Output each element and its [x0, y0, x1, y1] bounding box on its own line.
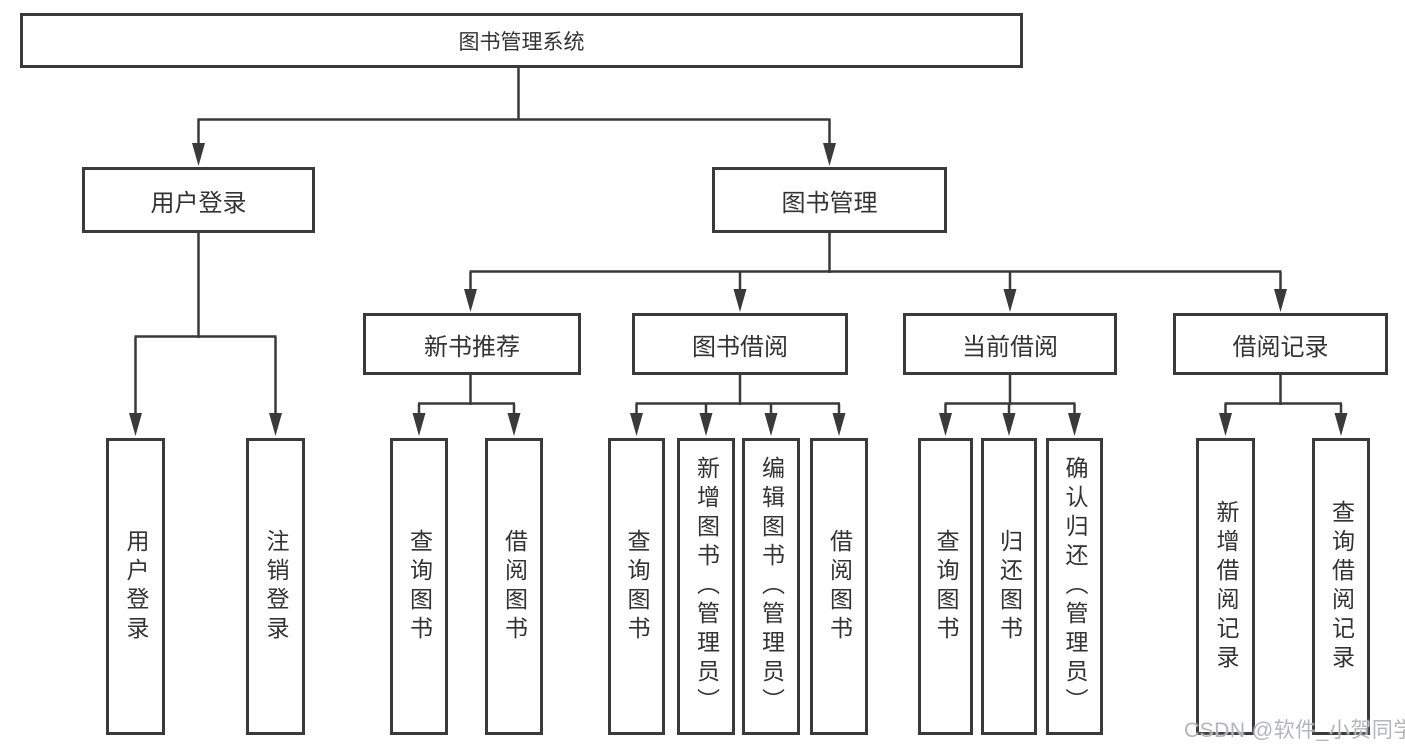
connector-borrow-leaves: [635, 402, 841, 425]
connector-root-to-level2: [197, 67, 831, 150]
connector-userlogin-to-leaves: [134, 233, 277, 425]
arrowhead: [823, 143, 836, 166]
node-book-borrow: 图书借阅: [632, 313, 848, 375]
arrowhead: [1003, 289, 1017, 312]
arrowhead: [1219, 413, 1232, 436]
arrowhead: [269, 413, 282, 436]
leaf-borrow-books: 借阅图书: [485, 438, 543, 735]
arrowhead: [192, 143, 205, 166]
node-label: 当前借阅: [962, 333, 1058, 361]
leaf-label: 借阅图书: [501, 528, 528, 645]
connector-newbooks-leaves: [417, 402, 516, 425]
leaf-label: 新增图书（管理员）: [693, 456, 720, 717]
leaf-confirm-return-admin: 确认归还（管理员）: [1046, 438, 1103, 735]
leaf-query-books: 查询图书: [390, 438, 448, 735]
node-label: 用户登录: [150, 189, 247, 217]
leaf-label: 查询图书: [624, 528, 650, 645]
leaf-label: 新增借阅记录: [1213, 499, 1239, 674]
node-label: 新书推荐: [424, 333, 520, 361]
node-borrow-records: 借阅记录: [1173, 313, 1388, 375]
leaf-edit-books-admin: 编辑图书（管理员）: [742, 438, 800, 735]
node-label: 图书管理: [781, 189, 878, 217]
arrowhead: [1068, 413, 1081, 436]
connector-bookmgmt-to-level3: [469, 233, 1282, 296]
leaf-user-login: 用户登录: [106, 438, 165, 735]
leaf-label: 查询图书: [933, 528, 959, 645]
leaf-label: 注销登录: [263, 528, 289, 645]
node-label: 借阅记录: [1232, 333, 1329, 361]
leaf-label: 查询图书: [406, 528, 433, 645]
node-current-borrow: 当前借阅: [903, 313, 1117, 375]
leaf-query-books-3: 查询图书: [918, 438, 973, 735]
arrowhead: [764, 413, 778, 436]
node-library-management-system: 图书管理系统: [20, 13, 1023, 68]
leaf-return-books: 归还图书: [981, 438, 1037, 735]
arrowhead: [630, 413, 643, 436]
arrowhead: [699, 413, 713, 436]
leaf-query-books-2: 查询图书: [608, 438, 665, 735]
leaf-label: 编辑图书（管理员）: [758, 456, 785, 717]
arrowheads: [129, 143, 1348, 436]
arrowhead: [1274, 289, 1287, 312]
leaf-label: 用户登录: [123, 528, 149, 645]
leaf-add-borrow-record: 新增借阅记录: [1196, 438, 1255, 735]
leaf-label: 归还图书: [996, 528, 1023, 645]
connector-records-leaves: [1224, 402, 1343, 425]
arrowhead: [464, 289, 477, 312]
csdn-watermark: CSDN @软件_小贺同学: [1184, 719, 1405, 742]
connector-level3-trunks: [469, 375, 1282, 405]
arrowhead: [129, 413, 142, 436]
arrowhead: [1002, 413, 1016, 436]
leaf-logout: 注销登录: [246, 438, 305, 735]
arrowhead: [733, 289, 747, 312]
leaf-borrow-books-2: 借阅图书: [810, 438, 868, 735]
leaf-label: 确认归还（管理员）: [1062, 456, 1088, 717]
node-new-book-recommend: 新书推荐: [363, 313, 581, 375]
arrowhead: [939, 413, 952, 436]
node-book-management: 图书管理: [712, 167, 947, 233]
arrowhead: [507, 413, 521, 436]
leaf-add-books-admin: 新增图书（管理员）: [677, 438, 735, 735]
leaf-label: 查询借阅记录: [1328, 499, 1355, 674]
arrowhead: [832, 413, 846, 436]
leaf-label: 借阅图书: [826, 528, 853, 645]
arrowhead: [1334, 413, 1348, 436]
leaf-query-borrow-record: 查询借阅记录: [1312, 438, 1370, 735]
node-label: 图书借阅: [692, 333, 788, 361]
arrowhead: [412, 413, 426, 436]
node-user-login: 用户登录: [82, 167, 315, 233]
node-label: 图书管理系统: [458, 30, 585, 54]
